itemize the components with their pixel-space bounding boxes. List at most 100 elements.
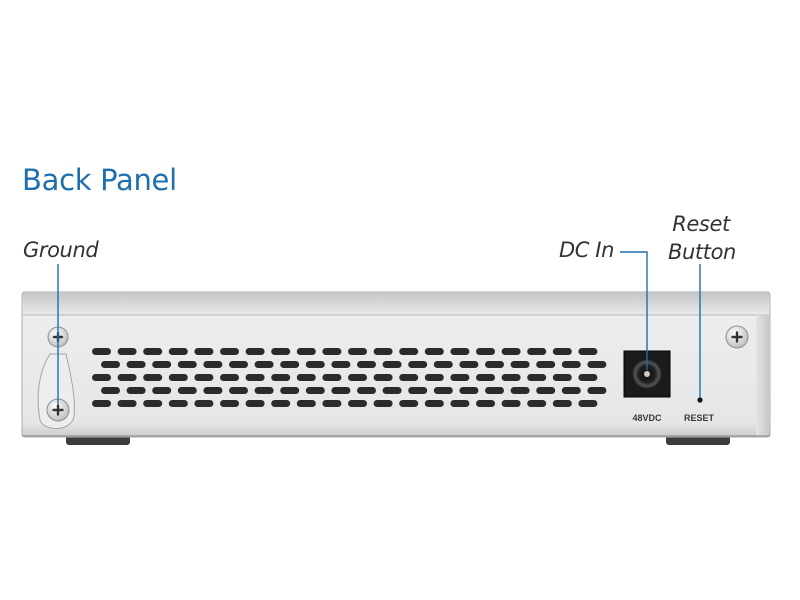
vent-slot: [348, 348, 367, 355]
reset-panel-label: RESET: [684, 413, 715, 423]
vent-slot: [322, 374, 342, 381]
vent-slot: [527, 400, 547, 407]
vent-slot: [357, 361, 376, 368]
vent-slot: [501, 374, 521, 381]
vent-slot: [280, 361, 300, 368]
vent-slot: [373, 348, 393, 355]
vent-slot: [399, 348, 419, 355]
vent-slot: [433, 361, 453, 368]
vent-slot: [476, 348, 495, 355]
vent-slot: [229, 387, 248, 394]
vent-slot: [168, 348, 188, 355]
vent-slot: [373, 400, 393, 407]
vent-slot: [501, 348, 521, 355]
vent-slot: [578, 348, 598, 355]
vent-slot: [254, 387, 274, 394]
vent-slot: [229, 361, 248, 368]
vent-slot: [117, 348, 137, 355]
vent-slot: [245, 400, 265, 407]
vent-slot: [126, 361, 146, 368]
reset-callout-line1: Reset: [672, 212, 730, 236]
vent-slot: [424, 348, 444, 355]
vent-slot: [331, 361, 351, 368]
vent-slot: [305, 361, 325, 368]
vent-slot: [296, 348, 316, 355]
chassis-right-side: [756, 315, 769, 436]
page-title: Back Panel: [22, 163, 177, 197]
vent-slot: [399, 400, 419, 407]
vent-slot: [578, 374, 598, 381]
vent-slot: [101, 361, 120, 368]
vent-slot: [433, 387, 453, 394]
vent-slot: [271, 348, 291, 355]
vent-slot: [424, 374, 444, 381]
vent-slot: [450, 400, 470, 407]
vent-grille: [92, 348, 607, 407]
vent-slot: [101, 387, 120, 394]
ground-callout-label: Ground: [23, 238, 99, 262]
vent-slot: [322, 348, 342, 355]
vent-slot: [92, 348, 111, 355]
power-rating-label: 48VDC: [632, 413, 662, 423]
vent-slot: [143, 374, 163, 381]
vent-slot: [143, 400, 163, 407]
vent-slot: [527, 374, 547, 381]
vent-slot: [527, 348, 547, 355]
dc-in-callout-line: [620, 251, 648, 370]
vent-slot: [459, 387, 479, 394]
vent-slot: [152, 361, 172, 368]
vent-slot: [168, 400, 188, 407]
vent-slot: [152, 387, 172, 394]
vent-slot: [117, 400, 137, 407]
vent-slot: [194, 374, 214, 381]
vent-slot: [501, 400, 521, 407]
vent-slot: [203, 361, 223, 368]
vent-slot: [536, 361, 556, 368]
vent-slot: [194, 348, 214, 355]
vent-slot: [408, 361, 428, 368]
vent-slot: [510, 361, 530, 368]
vent-slot: [552, 374, 572, 381]
vent-slot: [536, 387, 556, 394]
vent-slot: [399, 374, 419, 381]
vent-slot: [220, 348, 239, 355]
vent-slot: [322, 400, 342, 407]
vent-slot: [296, 374, 316, 381]
vent-slot: [305, 387, 325, 394]
vent-slot: [177, 387, 197, 394]
vent-slot: [220, 374, 239, 381]
vent-slot: [168, 374, 188, 381]
vent-slot: [92, 374, 111, 381]
vent-slot: [271, 400, 291, 407]
vent-slot: [143, 348, 163, 355]
vent-slot: [561, 361, 581, 368]
vent-slot: [485, 361, 504, 368]
vent-slot: [245, 348, 265, 355]
reset-button-callout-label: Reset Button: [668, 210, 736, 266]
vent-slot: [357, 387, 376, 394]
vent-slot: [587, 387, 607, 394]
vent-slot: [450, 374, 470, 381]
vent-slot: [476, 374, 495, 381]
vent-slot: [331, 387, 351, 394]
reset-callout-line2: Button: [668, 240, 736, 264]
vent-slot: [348, 400, 367, 407]
vent-slot: [382, 387, 402, 394]
mounting-screw-icon: [725, 325, 749, 349]
chassis-top-edge: [23, 293, 769, 315]
reset-pinhole-icon: [697, 397, 703, 403]
vent-slot: [424, 400, 444, 407]
vent-slot: [552, 400, 572, 407]
vent-slot: [280, 387, 300, 394]
vent-slot: [271, 374, 291, 381]
vent-slot: [220, 400, 239, 407]
vent-slot: [382, 361, 402, 368]
vent-slot: [476, 400, 495, 407]
vent-slot: [373, 374, 393, 381]
vent-slot: [245, 374, 265, 381]
vent-slot: [408, 387, 428, 394]
vent-slot: [510, 387, 530, 394]
vent-slot: [485, 387, 504, 394]
vent-slot: [177, 361, 197, 368]
